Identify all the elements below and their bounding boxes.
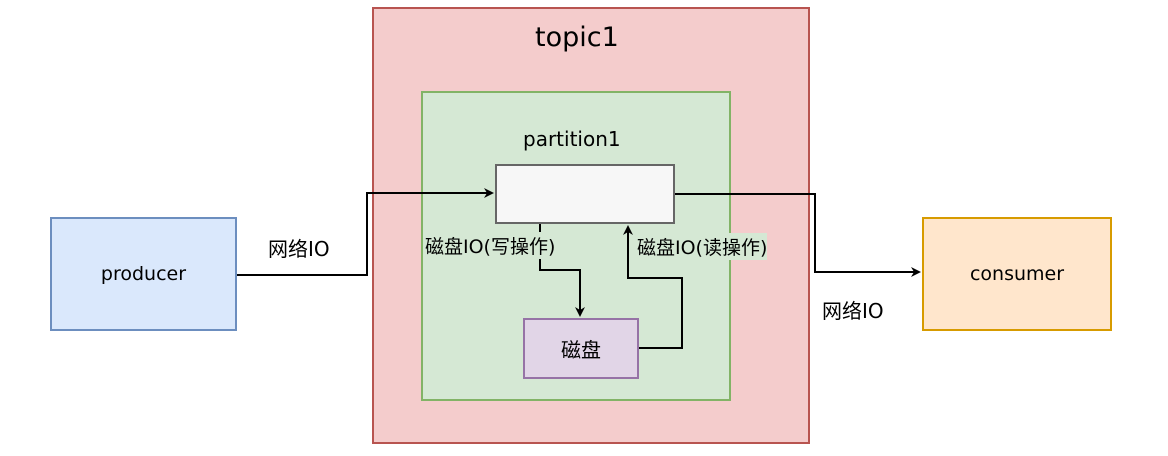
edge-label-disk-to-partition: 磁盘IO(读操作) — [637, 233, 768, 260]
disk-label: 磁盘 — [561, 338, 601, 362]
edge-partition-to-consumer — [675, 193, 921, 277]
edge-producer-to-partition — [237, 188, 494, 276]
partition-node — [495, 164, 675, 224]
producer-node: producer — [50, 217, 237, 331]
disk-node: 磁盘 — [523, 318, 639, 379]
topic-title: topic1 — [535, 22, 619, 53]
producer-label: producer — [100, 263, 187, 285]
edge-label-partition-to-consumer: 网络IO — [822, 299, 884, 323]
partition-title: partition1 — [523, 127, 621, 151]
edge-label-producer-to-partition: 网络IO — [268, 237, 330, 261]
edge-label-partition-to-disk: 磁盘IO(写操作) — [425, 232, 556, 259]
consumer-node: consumer — [922, 217, 1112, 331]
edge-disk-to-partition — [623, 225, 683, 349]
consumer-label: consumer — [969, 263, 1065, 285]
